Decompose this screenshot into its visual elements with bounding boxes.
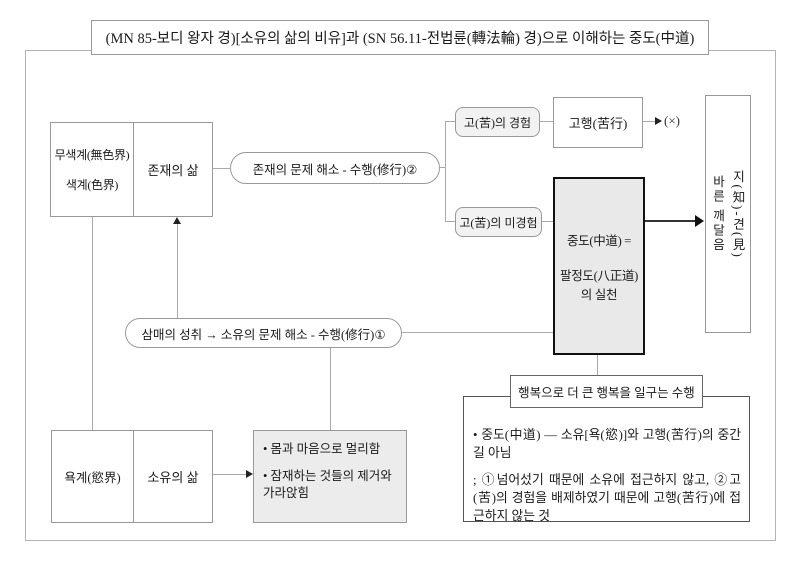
connector-possession-to-seclusion xyxy=(213,474,246,475)
branch-vertical-line xyxy=(445,121,446,222)
connector-painnoexp-to-middleway xyxy=(542,221,553,222)
connector-samadhi-to-seclusion xyxy=(330,348,331,430)
middle-way-line2: 팔정도(八正道) xyxy=(560,268,638,283)
existence-solution-label: 존재의 문제 해소 - 수행(修行)② xyxy=(252,162,418,177)
cell-existence-life: 존재의 삶 xyxy=(134,123,212,216)
diagram-title-box: (MN 85-보디 왕자 경)[소유의 삶의 비유]과 (SN 56.11-전법… xyxy=(91,20,709,55)
asceticism-label: 고행(苦行) xyxy=(568,116,628,131)
cell-formless-form-realm: 무색계(無色界) 색계(色界) xyxy=(51,123,134,216)
branch-top-line xyxy=(445,121,455,122)
thick-arrow-middleway-to-awakening xyxy=(645,220,697,222)
connector-painexp-to-asceticism xyxy=(540,121,553,122)
box-asceticism: 고행(苦行) xyxy=(553,97,643,148)
box-happiness-title: 행복으로 더 큰 행복을 일구는 수행 xyxy=(510,375,703,408)
connector-oval-to-branch xyxy=(440,167,446,168)
cell-desire-realm: 욕계(慾界) xyxy=(52,431,134,522)
connector-asceticism-to-rejected xyxy=(643,121,655,122)
note-paragraph-1: • 중도(中道) — 소유[욕(慾)]와 고행(苦行)의 중간 길 아님 xyxy=(473,428,741,460)
branch-bottom-line xyxy=(445,221,455,222)
box-note: • 중도(中道) — 소유[욕(慾)]와 고행(苦行)의 중간 길 아님 ; ①… xyxy=(463,396,750,523)
right-awakening-label: 바른 깨달음 xyxy=(710,175,725,253)
connector-middleway-to-happiness xyxy=(597,355,598,376)
arrowhead-seclusion-icon xyxy=(246,470,253,478)
connector-samadhi-to-middleway xyxy=(402,332,553,333)
middle-way-line3: 의 실천 xyxy=(580,287,618,302)
oval-existence-solution: 존재의 문제 해소 - 수행(修行)② xyxy=(230,152,440,184)
note-paragraph-2: ; ①넘어섰기 때문에 소유에 접근하지 않고, ②고(苦)의 경험을 배제하였… xyxy=(473,473,741,523)
box-realms-top: 무색계(無色界) 색계(色界) 존재의 삶 xyxy=(50,122,213,217)
rejected-mark: (×) xyxy=(664,113,680,128)
knowledge-vision-label: 지(知)-견(見) xyxy=(730,169,745,259)
middle-way-line1: 중도(中道) = xyxy=(566,233,632,248)
connector-realms-to-existence-oval xyxy=(213,168,230,169)
samadhi-solution-label: 삼매의 성취 → 소유의 문제 해소 - 수행(修行)① xyxy=(141,327,386,342)
arrowhead-awakening-icon xyxy=(695,215,704,227)
happiness-title-label: 행복으로 더 큰 행복을 일구는 수행 xyxy=(518,386,695,400)
connector-samadhi-to-existence-life xyxy=(177,223,178,318)
connector-realms-left-vertical xyxy=(92,217,93,430)
box-realms-bottom: 욕계(慾界) 소유의 삶 xyxy=(51,430,213,523)
desire-realm-label: 욕계(慾界) xyxy=(64,471,121,485)
box-middle-way: 중도(中道) = 팔정도(八正道) 의 실천 xyxy=(553,177,645,355)
existence-life-label: 존재의 삶 xyxy=(147,163,199,178)
pain-unexperienced-label: 고(苦)의 미경험 xyxy=(459,215,538,230)
pain-experience-label: 고(苦)의 경험 xyxy=(463,115,532,130)
oval-samadhi-solution: 삼매의 성취 → 소유의 문제 해소 - 수행(修行)① xyxy=(125,318,402,348)
form-realm-label: 색계(色界) xyxy=(65,178,119,192)
possession-life-label: 소유의 삶 xyxy=(147,470,199,485)
seclusion-bullet-2: • 잠재하는 것들의 제거와 가라앉힘 xyxy=(263,468,392,501)
formless-realm-label: 무색계(無色界) xyxy=(54,148,130,162)
pill-pain-unexperienced: 고(苦)의 미경험 xyxy=(455,207,542,237)
arrowhead-rejected-icon xyxy=(655,117,662,125)
cell-possession-life: 소유의 삶 xyxy=(134,431,212,522)
arrowhead-existence-life-icon xyxy=(173,217,181,224)
seclusion-bullet-1: • 몸과 마음으로 멀리함 xyxy=(263,442,381,456)
pill-pain-experience: 고(苦)의 경험 xyxy=(455,107,540,137)
box-right-awakening: 바른 깨달음 지(知)-견(見) xyxy=(705,95,751,333)
box-seclusion: • 몸과 마음으로 멀리함 • 잠재하는 것들의 제거와 가라앉힘 xyxy=(253,430,407,523)
diagram-title: (MN 85-보디 왕자 경)[소유의 삶의 비유]과 (SN 56.11-전법… xyxy=(105,31,695,47)
